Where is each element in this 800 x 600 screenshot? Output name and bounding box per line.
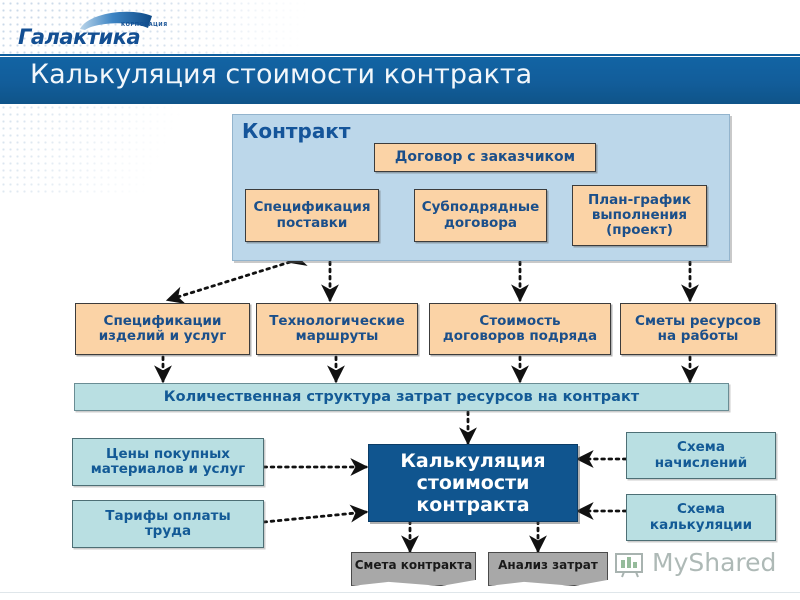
node-smety-resursov-na-raboty[interactable]: Сметы ресурсов на работы: [620, 303, 776, 355]
myshared-logo-icon: [615, 553, 643, 578]
node-ceny-pokupnyh-materialov[interactable]: Цены покупных материалов и услуг: [72, 438, 264, 486]
node-stoimost-dogovorov-podryada[interactable]: Стоимость договоров подряда: [429, 303, 611, 355]
logo-wordmark: Галактика: [18, 25, 141, 49]
node-specifikacii-izdelij-i-uslug[interactable]: Спецификации изделий и услуг: [75, 303, 250, 355]
header-band: [0, 0, 800, 57]
header-divider: [0, 54, 800, 56]
title-bar: [0, 57, 800, 104]
dot-pattern-decoration-2: [0, 104, 260, 194]
myshared-watermark: MyShared: [614, 546, 800, 588]
node-tehnologicheskie-marshruty[interactable]: Технологические маршруты: [256, 303, 418, 355]
footer-divider: [0, 592, 800, 593]
arc-swoosh-icon: [80, 11, 152, 30]
output-doc-smeta-kontrakta-label: Смета контракта: [354, 558, 473, 572]
node-plan-grafik-vypolneniya[interactable]: План-график выполнения (проект): [572, 185, 707, 246]
node-kolichestvennaya-struktura-zatrat[interactable]: Количественная структура затрат ресурсов…: [74, 383, 729, 411]
node-kalkulyaciya-stoimosti-kontrakta[interactable]: Калькуляция стоимости контракта: [368, 444, 578, 522]
node-subpodryadnye-dogovora[interactable]: Субподрядные договора: [414, 189, 547, 242]
node-dogovor-s-zakazchikom[interactable]: Договор с заказчиком: [374, 143, 596, 172]
myshared-watermark-text: MyShared: [652, 548, 777, 577]
galaktika-logo: КОРПОРАЦИЯ Галактика: [18, 10, 168, 54]
node-tarify-oplaty-truda[interactable]: Тарифы оплаты труда: [72, 500, 264, 548]
node-shema-nachislenij[interactable]: Схема начислений: [626, 432, 776, 479]
contract-group-label: Контракт: [242, 119, 351, 143]
node-specifikaciya-postavki[interactable]: Спецификация поставки: [245, 189, 379, 242]
node-shema-kalkulyacii[interactable]: Схема калькуляции: [626, 494, 776, 541]
dot-pattern-decoration: [0, 0, 420, 57]
logo-corp-label: КОРПОРАЦИЯ: [121, 22, 168, 28]
output-doc-analiz-zatrat-label: Анализ затрат: [498, 558, 598, 572]
page-title: Калькуляция стоимости контракта: [30, 59, 533, 90]
